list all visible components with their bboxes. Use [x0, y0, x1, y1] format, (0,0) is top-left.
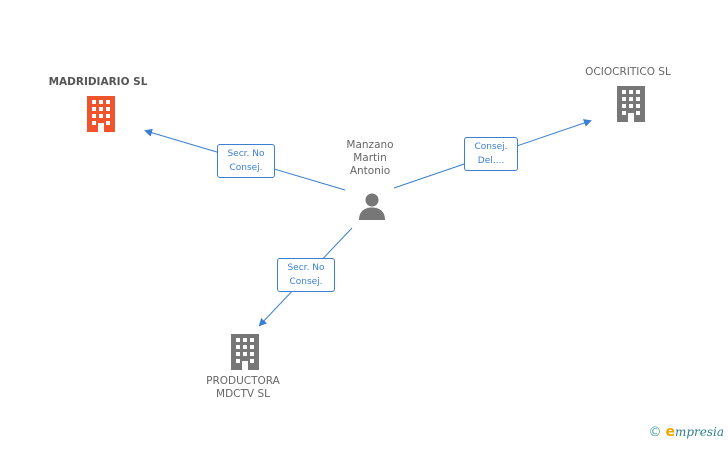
relation-label-ociocritico[interactable]: Consej. Del....: [464, 137, 518, 171]
building-icon[interactable]: [615, 86, 647, 122]
company-name-productora[interactable]: PRODUCTORA MDCTV SL: [206, 375, 280, 400]
brand-name: mpresia: [674, 425, 724, 439]
relation-label-productora[interactable]: Secr. No Consej.: [277, 258, 335, 292]
relation-label-madridiario[interactable]: Secr. No Consej.: [217, 144, 275, 178]
person-icon[interactable]: [358, 192, 386, 220]
building-icon[interactable]: [229, 334, 261, 370]
building-icon[interactable]: [85, 96, 117, 132]
company-name-madridiario[interactable]: MADRIDIARIO SL: [48, 76, 148, 88]
person-name[interactable]: Manzano Martin Antonio: [346, 139, 394, 177]
brand-logo[interactable]: empresia: [665, 424, 724, 440]
brand-initial: e: [665, 424, 675, 440]
copyright-icon: ©: [648, 424, 662, 440]
footer-brand: © empresia: [648, 424, 724, 440]
company-name-ociocritico[interactable]: OCIOCRITICO SL: [585, 66, 671, 78]
